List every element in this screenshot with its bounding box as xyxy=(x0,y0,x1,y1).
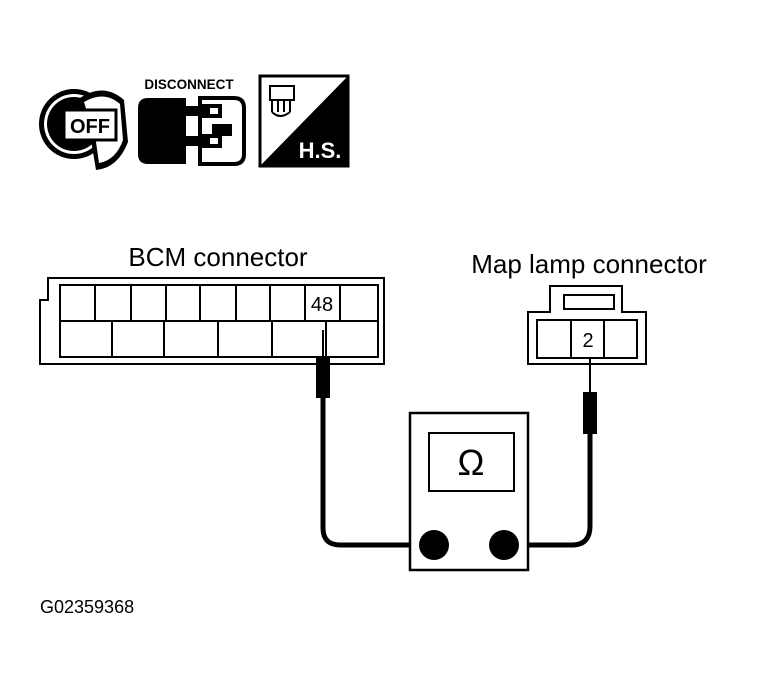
figure-code: G02359368 xyxy=(40,597,134,617)
disconnect-connector-icon: DISCONNECT xyxy=(138,77,246,166)
meter-terminal-right xyxy=(489,530,519,560)
map-lamp-connector-label: Map lamp connector xyxy=(471,249,707,279)
ignition-off-text: OFF xyxy=(70,116,110,138)
harness-side-icon: H.S. xyxy=(258,74,350,168)
probe-lead-right xyxy=(504,358,597,548)
probe-lead-left xyxy=(316,330,434,548)
ohm-symbol-icon: Ω xyxy=(458,442,485,483)
harness-side-text: H.S. xyxy=(299,138,342,163)
disconnect-text: DISCONNECT xyxy=(144,77,234,92)
ignition-key-icon: OFF xyxy=(39,89,128,170)
bcm-connector-label: BCM connector xyxy=(128,242,308,272)
bcm-pin-number: 48 xyxy=(311,294,333,316)
map-lamp-pin-number: 2 xyxy=(582,330,593,352)
meter-terminal-left xyxy=(419,530,449,560)
ohmmeter: Ω xyxy=(408,411,530,572)
bcm-connector: 48 xyxy=(39,277,385,365)
map-lamp-connector: 2 xyxy=(527,285,647,365)
